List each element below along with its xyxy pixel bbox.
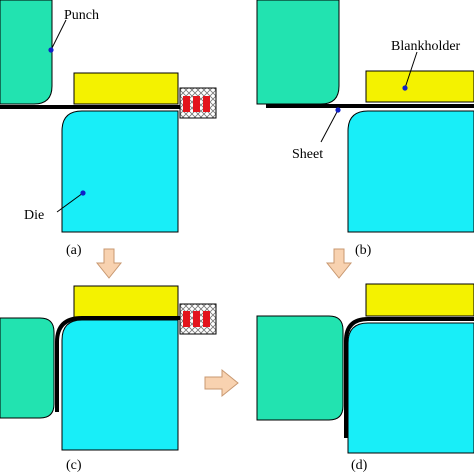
arrow-down-icon <box>325 248 353 279</box>
punch <box>0 0 53 105</box>
arrow-right-icon <box>204 368 239 398</box>
caption-c: (c) <box>66 458 82 473</box>
die-leader <box>56 190 86 213</box>
spring-housing-icon <box>179 87 217 119</box>
punch-label: Punch <box>64 8 99 23</box>
sheet-label: Sheet <box>292 147 323 162</box>
blankholder <box>73 72 179 105</box>
punch <box>0 317 55 419</box>
arrow-down-icon <box>95 248 123 279</box>
spring-housing-icon <box>179 303 217 335</box>
punch <box>256 315 344 421</box>
panel-b: Blankholder Sheet (b) <box>256 0 474 258</box>
panel-a: Punch Die (a) <box>0 0 217 258</box>
blankholder-leader <box>402 51 418 91</box>
panel-d: (d) <box>256 283 474 473</box>
die <box>61 319 179 451</box>
sheet <box>344 317 474 438</box>
blankholder <box>73 285 179 319</box>
caption-d: (d) <box>351 458 368 473</box>
blankholder <box>365 283 474 317</box>
caption-b: (b) <box>355 243 372 258</box>
die-label: Die <box>24 208 44 223</box>
panel-c: (c) <box>0 285 217 473</box>
punch <box>256 0 340 105</box>
caption-a: (a) <box>66 243 82 258</box>
blankholder <box>365 70 474 103</box>
die <box>347 110 474 233</box>
blankholder-label: Blankholder <box>391 39 461 54</box>
sheet-leader <box>320 107 341 143</box>
sheet <box>55 316 180 412</box>
die <box>61 110 179 233</box>
die <box>347 322 474 454</box>
punch-leader <box>48 19 67 53</box>
